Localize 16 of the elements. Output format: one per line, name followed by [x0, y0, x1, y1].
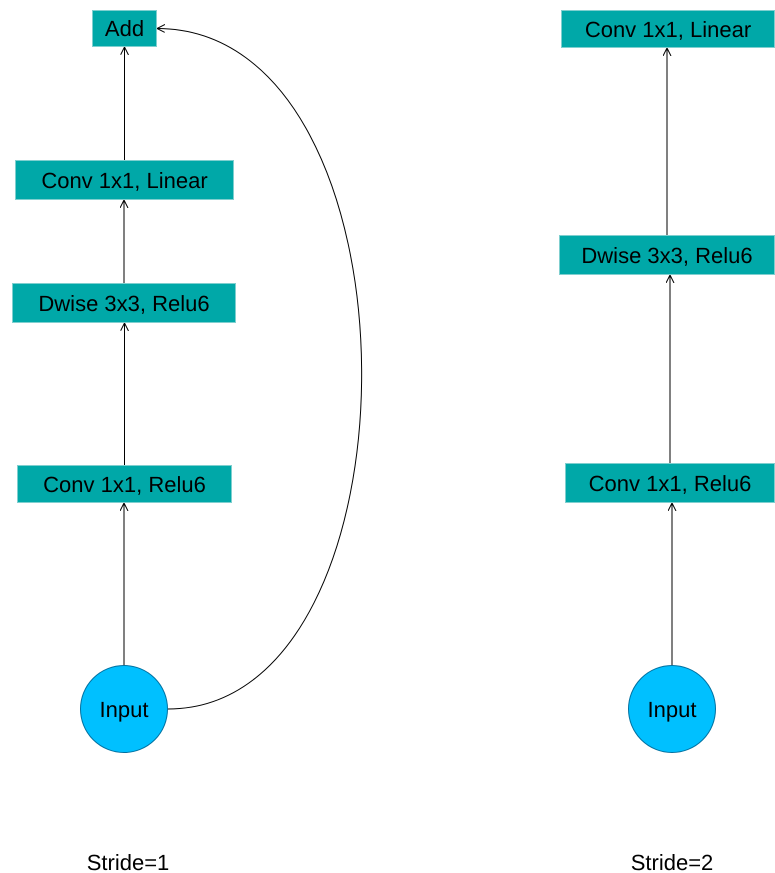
stride-label: Stride=1 [86, 849, 170, 873]
layer-box: Conv 1x1, Relu6 [17, 465, 232, 503]
layer-box: Conv 1x1, Linear [15, 160, 234, 200]
layer-box: Add [92, 10, 157, 47]
layer-box: Dwise 3x3, Relu6 [559, 235, 775, 275]
layer-box: Dwise 3x3, Relu6 [12, 283, 236, 323]
arrow [120, 502, 128, 666]
arrow [666, 274, 674, 464]
arrow [120, 46, 129, 160]
layer-box: Conv 1x1, Relu6 [565, 463, 775, 503]
layer-box: Conv 1x1, Linear [561, 10, 775, 48]
arrow [120, 322, 129, 466]
arrow [662, 48, 672, 236]
arrow [668, 502, 676, 666]
stride-label: Stride=2 [630, 849, 714, 873]
arrow [120, 200, 128, 284]
